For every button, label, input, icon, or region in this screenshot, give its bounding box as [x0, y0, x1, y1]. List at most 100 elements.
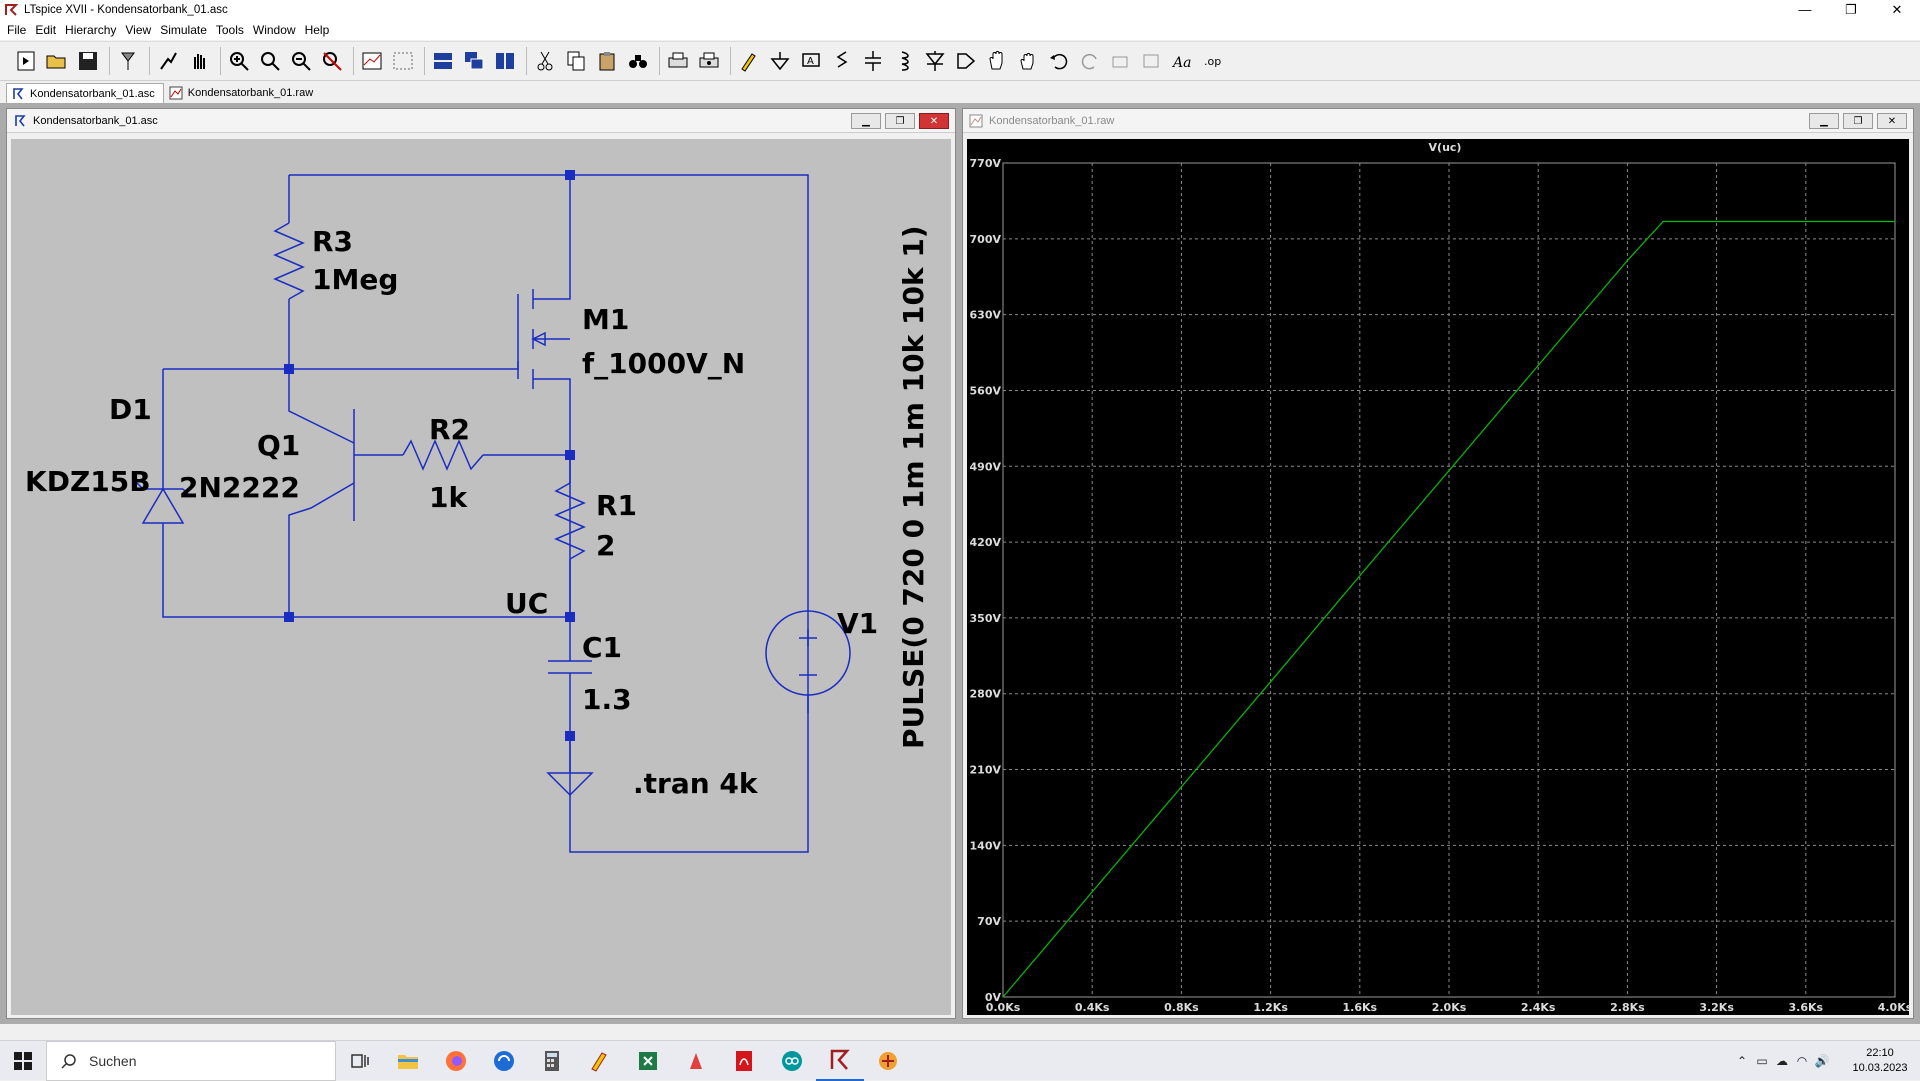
- print-icon[interactable]: [664, 47, 692, 75]
- schematic-drawing[interactable]: R3 1Meg M1 f_1000V_N D1 KDZ15B Q1 2N2222…: [11, 139, 951, 1015]
- tile-vertical-icon[interactable]: [491, 47, 519, 75]
- q1-label[interactable]: Q1: [257, 429, 300, 462]
- d1-label[interactable]: D1: [109, 393, 152, 426]
- r1-value[interactable]: 2: [596, 529, 615, 562]
- resistor-icon[interactable]: [828, 47, 856, 75]
- copy-icon[interactable]: [562, 47, 590, 75]
- tran-directive[interactable]: .tran 4k: [633, 767, 759, 800]
- volume-icon[interactable]: 🔊: [1814, 1054, 1830, 1068]
- m1-label[interactable]: M1: [582, 303, 629, 336]
- minimize-button[interactable]: —: [1798, 2, 1812, 17]
- draw-wire-icon[interactable]: [735, 47, 763, 75]
- d1-value[interactable]: KDZ15B: [25, 465, 151, 498]
- menu-view[interactable]: View: [125, 23, 152, 37]
- schematic-restore-button[interactable]: ❐: [885, 113, 915, 129]
- ltspice-icon[interactable]: [576, 1041, 624, 1081]
- r3-value[interactable]: 1Meg: [312, 263, 398, 296]
- r2-label[interactable]: R2: [429, 413, 470, 446]
- redo-icon[interactable]: [1076, 47, 1104, 75]
- tab-schematic[interactable]: Kondensatorbank_01.asc: [6, 83, 164, 103]
- maximize-button[interactable]: ❐: [1845, 2, 1857, 17]
- x-tick-label: 2.0Ks: [1432, 1001, 1467, 1014]
- v1-value[interactable]: PULSE(0 720 0 1m 1m 10k 10k 1): [897, 225, 930, 749]
- find-icon[interactable]: [624, 47, 652, 75]
- q1-value[interactable]: 2N2222: [179, 471, 300, 504]
- waveform-minimize-button[interactable]: ▁: [1809, 113, 1839, 129]
- text-icon[interactable]: Aa: [1169, 47, 1197, 75]
- menu-help[interactable]: Help: [304, 23, 330, 37]
- cut-icon[interactable]: [531, 47, 559, 75]
- waveform-close-button[interactable]: ✕: [1877, 113, 1907, 129]
- zoom-in-icon[interactable]: [225, 47, 253, 75]
- v1-label[interactable]: V1: [837, 607, 878, 640]
- tile-horizontal-icon[interactable]: [429, 47, 457, 75]
- clock[interactable]: 22:10 10.03.2023: [1840, 1046, 1920, 1076]
- task-view-icon[interactable]: [336, 1041, 384, 1081]
- ltspice-active-icon[interactable]: [816, 1041, 864, 1081]
- run-icon[interactable]: [154, 47, 182, 75]
- net-label-uc[interactable]: UC: [505, 587, 548, 620]
- firefox-icon[interactable]: [432, 1041, 480, 1081]
- cascade-icon[interactable]: [460, 47, 488, 75]
- label-net-icon[interactable]: A: [797, 47, 825, 75]
- misc-app-icon[interactable]: [864, 1041, 912, 1081]
- rotate-icon[interactable]: [1107, 47, 1135, 75]
- halt-icon[interactable]: [185, 47, 213, 75]
- menu-window[interactable]: Window: [252, 23, 296, 37]
- print-preview-icon[interactable]: [695, 47, 723, 75]
- save-icon[interactable]: [74, 47, 102, 75]
- open-folder-icon[interactable]: [43, 47, 71, 75]
- schematic-close-button[interactable]: ✕: [919, 113, 949, 129]
- drag-hand-icon[interactable]: [1014, 47, 1042, 75]
- m1-value[interactable]: f_1000V_N: [582, 347, 745, 380]
- menu-edit[interactable]: Edit: [35, 23, 57, 37]
- zoom-cancel-icon[interactable]: [318, 47, 346, 75]
- undo-icon[interactable]: [1045, 47, 1073, 75]
- ground-icon[interactable]: [766, 47, 794, 75]
- waveform-restore-button[interactable]: ❐: [1843, 113, 1873, 129]
- wifi-icon[interactable]: ◠: [1796, 1054, 1808, 1068]
- c1-label[interactable]: C1: [582, 631, 622, 664]
- acrobat-icon[interactable]: [720, 1041, 768, 1081]
- new-schematic-icon[interactable]: [12, 47, 40, 75]
- grid-icon[interactable]: [389, 47, 417, 75]
- arduino-icon[interactable]: [768, 1041, 816, 1081]
- zoom-full-icon[interactable]: [256, 47, 284, 75]
- device-icon[interactable]: ▭: [1756, 1054, 1768, 1068]
- taskbar-search[interactable]: Suchen: [46, 1040, 336, 1081]
- r3-label[interactable]: R3: [312, 225, 353, 258]
- schematic-canvas[interactable]: R3 1Meg M1 f_1000V_N D1 KDZ15B Q1 2N2222…: [11, 139, 951, 1015]
- menu-file[interactable]: File: [7, 23, 27, 37]
- calculator-icon[interactable]: [528, 1041, 576, 1081]
- spice-directive-icon[interactable]: .op: [1200, 47, 1228, 75]
- menu-hierarchy[interactable]: Hierarchy: [65, 23, 117, 37]
- app-red-icon[interactable]: [672, 1041, 720, 1081]
- r2-value[interactable]: 1k: [429, 481, 468, 514]
- tab-waveform[interactable]: Kondensatorbank_01.raw: [164, 83, 322, 103]
- schematic-minimize-button[interactable]: ▁: [851, 113, 881, 129]
- menu-tools[interactable]: Tools: [215, 23, 244, 37]
- paste-icon[interactable]: [593, 47, 621, 75]
- onedrive-icon[interactable]: ☁: [1776, 1054, 1788, 1068]
- close-button[interactable]: ✕: [1891, 2, 1903, 17]
- start-button[interactable]: [0, 1041, 46, 1081]
- inductor-icon[interactable]: [890, 47, 918, 75]
- diode-icon[interactable]: [921, 47, 949, 75]
- excel-icon[interactable]: [624, 1041, 672, 1081]
- autorange-icon[interactable]: [358, 47, 386, 75]
- zoom-out-icon[interactable]: [287, 47, 315, 75]
- capacitor-icon[interactable]: [859, 47, 887, 75]
- file-explorer-icon[interactable]: [384, 1041, 432, 1081]
- show-hidden-icons-icon[interactable]: ⌃: [1736, 1054, 1748, 1068]
- trace-label[interactable]: V(uc): [1429, 141, 1462, 154]
- mirror-icon[interactable]: [1138, 47, 1166, 75]
- c1-value[interactable]: 1.3: [582, 683, 632, 716]
- component-icon[interactable]: [952, 47, 980, 75]
- r1-label[interactable]: R1: [596, 489, 637, 522]
- control-panel-icon[interactable]: [114, 47, 142, 75]
- move-hand-icon[interactable]: [983, 47, 1011, 75]
- menu-simulate[interactable]: Simulate: [160, 23, 207, 37]
- sync-icon[interactable]: [480, 1041, 528, 1081]
